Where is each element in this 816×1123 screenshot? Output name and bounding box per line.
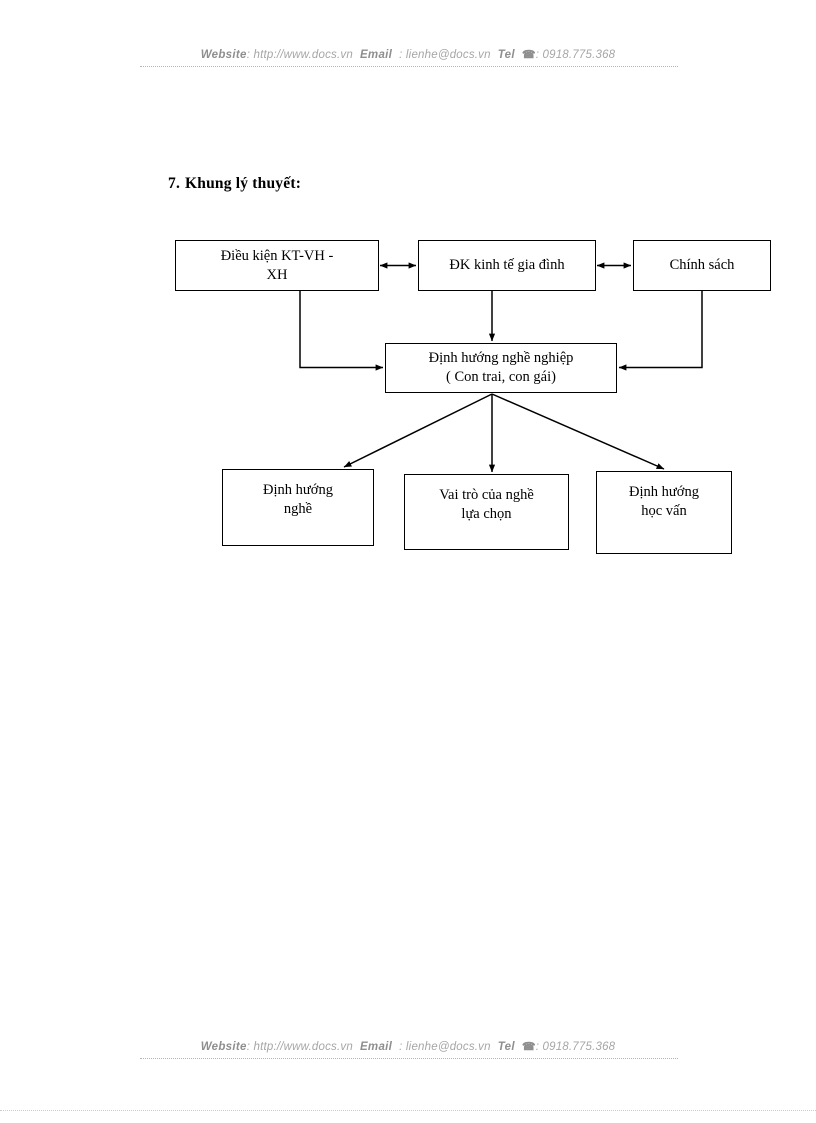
node-label: Điều kiện KT-VH - XH bbox=[220, 247, 334, 283]
node-label: Định hướng học vấn bbox=[629, 484, 699, 519]
page-header-banner: Website: http://www.docs.vn Email : lienhe… bbox=[0, 48, 816, 61]
footer-website-value: : http://www.docs.vn bbox=[246, 1041, 353, 1053]
node-dinh-huong-hoc-van[interactable]: Định hướng học vấn bbox=[596, 471, 732, 554]
telephone-icon: ☎ bbox=[521, 1041, 536, 1053]
diagram-connectors bbox=[299, 262, 703, 473]
section-title-text: Khung lý thuyết: bbox=[185, 175, 302, 192]
edge-dieukien-dinhhuong bbox=[299, 291, 384, 371]
node-label: Định hướng nghề nghiệp ( Con trai, con g… bbox=[428, 350, 574, 385]
node-label: Định hướng nghề bbox=[263, 482, 333, 517]
page-bottom-rule bbox=[0, 1110, 816, 1111]
node-dk-kinh-te-gia-dinh[interactable]: ĐK kinh tế gia đình bbox=[418, 240, 596, 291]
footer-tel-label: Tel bbox=[497, 1041, 515, 1053]
node-vai-tro-cua-nghe-lua-chon[interactable]: Vai trò của nghề lựa chọn bbox=[404, 474, 569, 550]
node-dinh-huong-nghe-nghiep[interactable]: Định hướng nghề nghiệp ( Con trai, con g… bbox=[385, 343, 617, 393]
node-dinh-huong-nghe[interactable]: Định hướng nghề bbox=[222, 469, 374, 546]
page-title: 7.Khung lý thuyết: bbox=[168, 175, 301, 193]
footer-website-label: Website bbox=[200, 1041, 247, 1053]
footer-email-label: Email bbox=[359, 1041, 393, 1053]
node-label: Vai trò của nghề lựa chọn bbox=[439, 487, 534, 522]
edge-dinhhuong-hocvan bbox=[491, 393, 665, 470]
header-tel-value: : 0918.775.368 bbox=[535, 49, 616, 61]
edge-dinhhuong-dinhhuongnghe bbox=[343, 393, 493, 468]
edge-chinhsach-dinhhuong bbox=[618, 291, 703, 371]
header-divider-rule bbox=[140, 66, 678, 67]
section-number: 7. bbox=[168, 175, 181, 192]
node-label: ĐK kinh tế gia đình bbox=[449, 257, 565, 274]
node-chinh-sach[interactable]: Chính sách bbox=[633, 240, 771, 291]
footer-email-value: : lienhe@docs.vn bbox=[399, 1041, 491, 1053]
node-dieu-kien-kt-vh-xh[interactable]: Điều kiện KT-VH - XH bbox=[175, 240, 379, 291]
header-tel-label: Tel bbox=[497, 49, 515, 61]
node-label: Chính sách bbox=[669, 257, 735, 274]
footer-tel-value: : 0918.775.368 bbox=[535, 1041, 616, 1053]
header-website-value: : http://www.docs.vn bbox=[246, 49, 353, 61]
page-footer-banner: Website: http://www.docs.vn Email : lienhe… bbox=[0, 1040, 816, 1053]
header-website-label: Website bbox=[200, 49, 247, 61]
footer-divider-rule bbox=[140, 1058, 678, 1059]
header-email-label: Email bbox=[359, 49, 393, 61]
header-email-value: : lienhe@docs.vn bbox=[399, 49, 491, 61]
theoretical-framework-diagram: Điều kiện KT-VH - XH ĐK kinh tế gia đình… bbox=[175, 240, 771, 554]
telephone-icon: ☎ bbox=[521, 49, 536, 61]
